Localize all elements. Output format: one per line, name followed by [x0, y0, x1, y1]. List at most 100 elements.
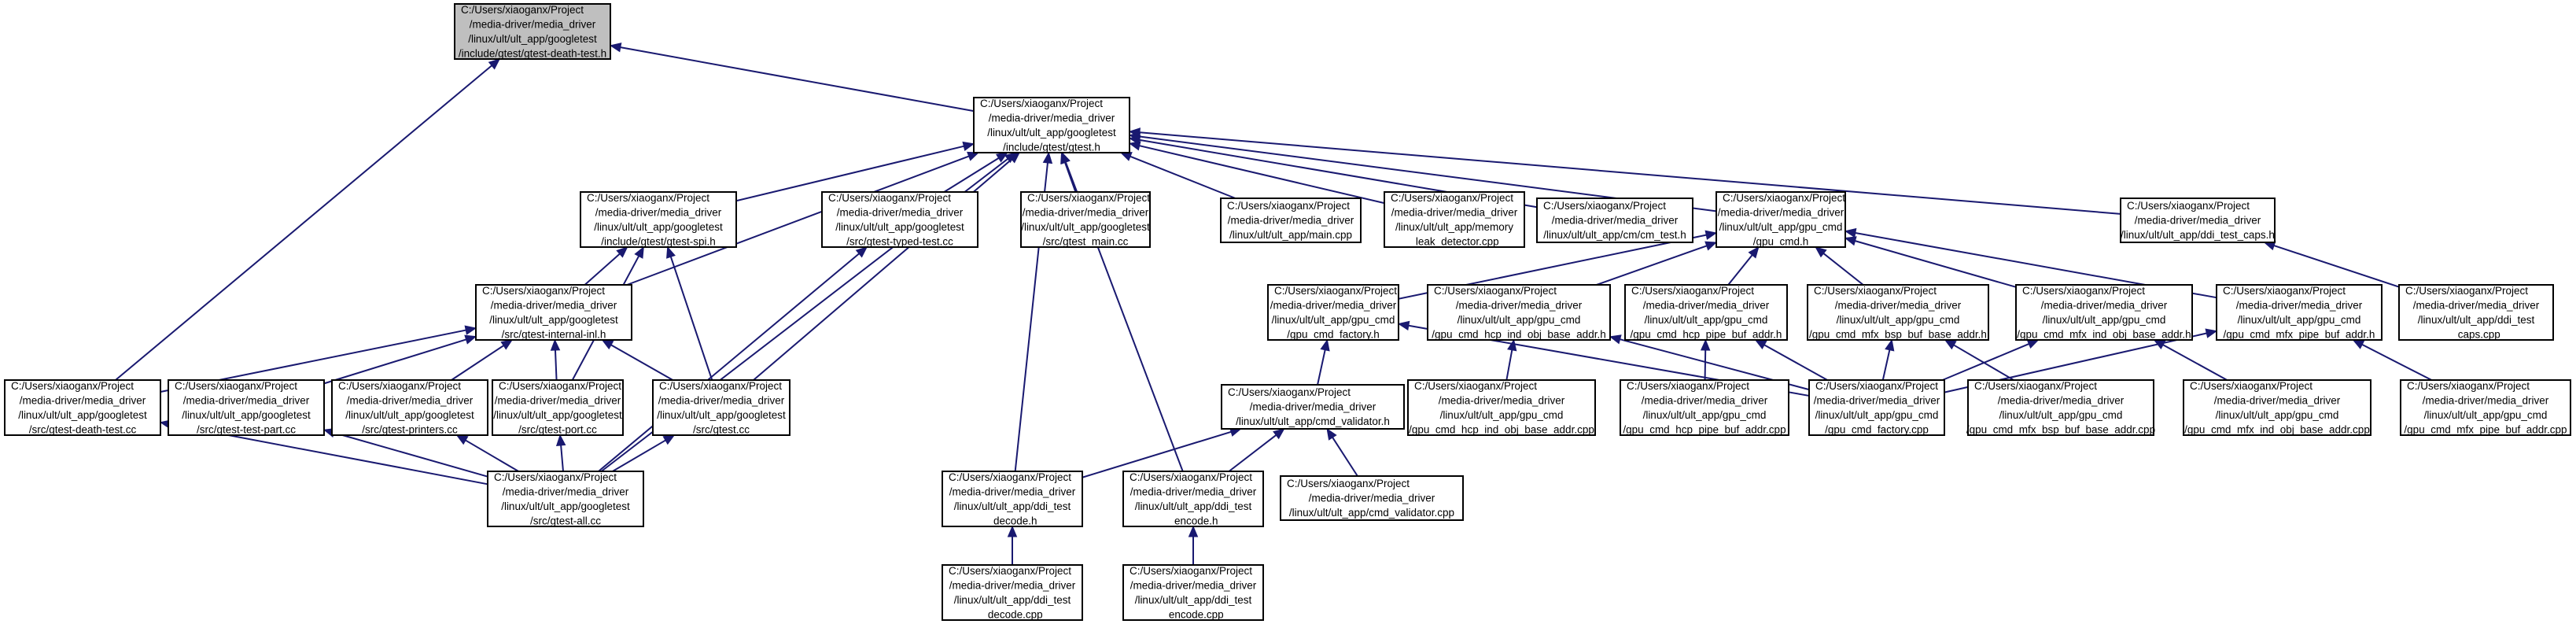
edge-arrowhead [455, 434, 469, 445]
node-box [2120, 198, 2276, 243]
node-label-line: /linux/ult/ult_app/gpu_cmd [2238, 314, 2361, 326]
node-decode-cpp[interactable]: C:/Users/xiaoganx/Project/media-driver/m… [942, 564, 1083, 621]
node-label-line: C:/Users/xiaoganx/Project [949, 565, 1071, 577]
edge-line [554, 349, 558, 381]
node-label-line: C:/Users/xiaoganx/Project [1434, 285, 1557, 297]
node-cmd-validator-h[interactable]: C:/Users/xiaoganx/Project/media-driver/m… [1221, 384, 1405, 430]
node-label-line: C:/Users/xiaoganx/Project [1391, 192, 1513, 204]
node-mfx-bsp-cpp[interactable]: C:/Users/xiaoganx/Project/media-driver/m… [1966, 379, 2155, 436]
node-label-line: /media-driver/media_driver [2041, 299, 2168, 311]
node-ddi-caps-cpp[interactable]: C:/Users/xiaoganx/Project/media-driver/m… [2398, 284, 2554, 341]
node-factory-cpp[interactable]: C:/Users/xiaoganx/Project/media-driver/m… [1808, 379, 1945, 436]
edge-gtest_spi_h-to-gtest_h [735, 141, 975, 202]
edge-arrowhead [962, 141, 975, 151]
edge-line [943, 157, 1000, 193]
node-label-line: _caps.cpp [2451, 328, 2500, 340]
node-box [652, 379, 790, 436]
node-encode-h[interactable]: C:/Users/xiaoganx/Project/media-driver/m… [1122, 471, 1264, 527]
node-label-line: /gpu_cmd_hcp_pipe_buf_addr.h [1631, 328, 1782, 340]
node-death-test-h[interactable]: C:/Users/xiaoganx/Project/media-driver/m… [454, 3, 611, 60]
node-mfx-pipe-h[interactable]: C:/Users/xiaoganx/Project/media-driver/m… [2216, 284, 2383, 341]
edge-arrowhead [634, 246, 644, 259]
node-label-line: /media-driver/media_driver [2423, 394, 2549, 406]
node-label-line: /gpu_cmd_hcp_pipe_buf_addr.cpp [1623, 423, 1786, 435]
node-label-line: C:/Users/xiaoganx/Project [338, 380, 461, 392]
node-label-line: /media-driver/media_driver [658, 394, 785, 406]
node-ddi-caps-h[interactable]: C:/Users/xiaoganx/Project/media-driver/m… [2120, 198, 2276, 243]
node-gtest-spi-h[interactable]: C:/Users/xiaoganx/Project/media-driver/m… [580, 191, 737, 248]
edge-cmd_validator_cpp-to-cmd_validator_h [1326, 427, 1358, 477]
node-port-cc[interactable]: C:/Users/xiaoganx/Project/media-driver/m… [492, 379, 624, 436]
node-gtest-main-cc[interactable]: C:/Users/xiaoganx/Project/media-driver/m… [1020, 191, 1151, 248]
edge-line [465, 439, 519, 472]
node-factory-h[interactable]: C:/Users/xiaoganx/Project/media-driver/m… [1267, 284, 1399, 341]
node-box [1220, 198, 1362, 243]
node-mfx-ind-cpp[interactable]: C:/Users/xiaoganx/Project/media-driver/m… [2183, 379, 2371, 436]
node-hcp-pipe-cpp[interactable]: C:/Users/xiaoganx/Project/media-driver/m… [1620, 379, 1789, 436]
node-label-line: C:/Users/xiaoganx/Project [828, 192, 951, 204]
node-gtest-all-cc[interactable]: C:/Users/xiaoganx/Project/media-driver/m… [487, 471, 644, 527]
node-label-line: /media-driver/media_driver [495, 394, 621, 406]
node-cmd-validator-cpp[interactable]: C:/Users/xiaoganx/Project/media-driver/m… [1280, 475, 1464, 521]
node-box [492, 379, 624, 436]
node-label-line: /linux/ult/ult_app/ddi_test [2418, 314, 2535, 326]
node-memory-leak-cpp[interactable]: C:/Users/xiaoganx/Project/media-driver/m… [1384, 191, 1525, 248]
node-box [4, 379, 161, 436]
node-label-line: /src/gtest-typed-test.cc [846, 235, 953, 247]
node-label-line: /media-driver/media_driver [1814, 394, 1940, 406]
edge-arrowhead [1507, 338, 1517, 352]
node-label-line: /media-driver/media_driver [2214, 394, 2341, 406]
node-test-part-cc[interactable]: C:/Users/xiaoganx/Project/media-driver/m… [168, 379, 325, 436]
edge-port_cc-to-internal_inl_h [550, 338, 561, 381]
node-box [454, 3, 611, 60]
node-encode-cpp[interactable]: C:/Users/xiaoganx/Project/media-driver/m… [1122, 564, 1264, 621]
node-label-line: /linux/ult/ult_app/googletest [345, 409, 474, 421]
node-main-cpp[interactable]: C:/Users/xiaoganx/Project/media-driver/m… [1220, 198, 1362, 243]
node-label-line: /gpu_cmd_hcp_ind_obj_base_addr.cpp [1409, 423, 1594, 435]
node-label-line: /linux/ult/ult_app/googletest [489, 314, 618, 326]
node-label-line: /linux/ult/ult_app/googletest [657, 409, 786, 421]
node-label-line: /linux/ult/ult_app/gpu_cmd [2216, 409, 2339, 421]
edge-arrowhead [1188, 525, 1199, 537]
node-cm-test-h[interactable]: C:/Users/xiaoganx/Project/media-driver/m… [1536, 198, 1693, 243]
node-label-line: /gpu_cmd.h [1753, 235, 1809, 247]
node-death-test-cc[interactable]: C:/Users/xiaoganx/Project/media-driver/m… [4, 379, 161, 436]
edge-arrowhead [500, 339, 514, 350]
node-typed-test-cc[interactable]: C:/Users/xiaoganx/Project/media-driver/m… [821, 191, 978, 248]
node-mfx-bsp-h[interactable]: C:/Users/xiaoganx/Project/media-driver/m… [1807, 284, 1989, 341]
node-internal-inl-h[interactable]: C:/Users/xiaoganx/Project/media-driver/m… [475, 284, 632, 341]
node-label-line: C:/Users/xiaoganx/Project [1627, 380, 1749, 392]
edge-line [451, 345, 504, 381]
node-label-line: C:/Users/xiaoganx/Project [1974, 380, 2097, 392]
node-label-line: /media-driver/media_driver [2236, 299, 2363, 311]
edge-line [1139, 131, 2121, 215]
node-gpu-cmd-h[interactable]: C:/Users/xiaoganx/Project/media-driver/m… [1715, 191, 1846, 248]
node-hcp-pipe-h[interactable]: C:/Users/xiaoganx/Project/media-driver/m… [1624, 284, 1788, 341]
edge-gtest_all_cc-to-typed_test_cc [598, 246, 868, 472]
edge-arrowhead [1704, 230, 1718, 240]
edge-arrowhead [1844, 236, 1857, 246]
node-box [1624, 284, 1788, 341]
node-label-line: /linux/ult/ult_app/ddi_test [1135, 500, 1252, 512]
node-box [580, 191, 737, 248]
node-decode-h[interactable]: C:/Users/xiaoganx/Project/media-driver/m… [942, 471, 1083, 527]
node-label-line: C:/Users/xiaoganx/Project [1815, 380, 1938, 392]
edge-line [1855, 240, 2017, 288]
node-label-line: /linux/ult/ult_app/googletest [594, 221, 723, 233]
node-label-line: C:/Users/xiaoganx/Project [1274, 285, 1397, 297]
node-printers-cc[interactable]: C:/Users/xiaoganx/Project/media-driver/m… [331, 379, 488, 436]
node-mfx-pipe-cpp[interactable]: C:/Users/xiaoganx/Project/media-driver/m… [2400, 379, 2571, 436]
node-hcp-ind-cpp[interactable]: C:/Users/xiaoganx/Project/media-driver/m… [1407, 379, 1596, 436]
node-label-line: C:/Users/xiaoganx/Project [659, 380, 782, 392]
edge-arrowhead [488, 58, 501, 70]
node-label-line: /media-driver/media_driver [1309, 493, 1435, 504]
node-mfx-ind-h[interactable]: C:/Users/xiaoganx/Project/media-driver/m… [2015, 284, 2193, 341]
node-hcp-ind-h[interactable]: C:/Users/xiaoganx/Project/media-driver/m… [1427, 284, 1611, 341]
node-label-line: C:/Users/xiaoganx/Project [2190, 380, 2313, 392]
node-gtest-cc[interactable]: C:/Users/xiaoganx/Project/media-driver/m… [652, 379, 790, 436]
edge-arrowhead [1844, 227, 1857, 238]
node-label-line: /media-driver/media_driver [2413, 299, 2540, 311]
edge-arrowhead [662, 434, 676, 445]
node-gtest-h[interactable]: C:/Users/xiaoganx/Project/media-driver/m… [973, 97, 1130, 153]
